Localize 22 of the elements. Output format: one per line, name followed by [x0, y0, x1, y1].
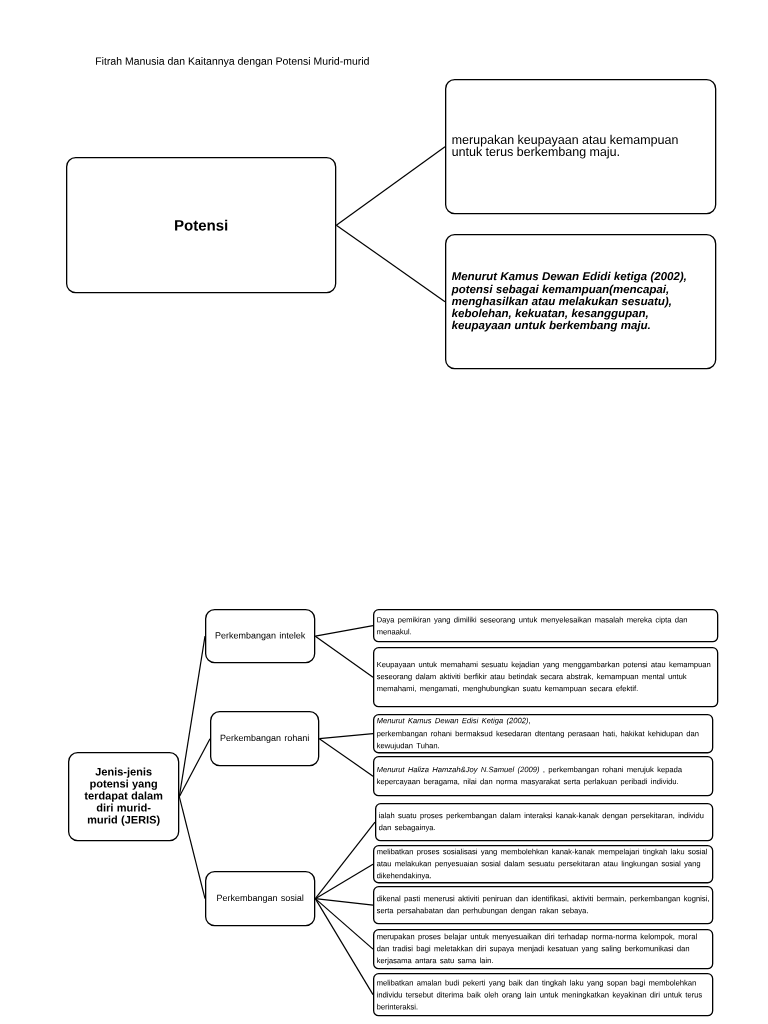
- definition-box: merupakan keupayaan atau kemampuan untuk terus berkembang maju.: [445, 79, 717, 215]
- connector-line: [335, 224, 446, 303]
- connector-line: [178, 738, 211, 798]
- connector-line: [314, 635, 374, 678]
- connector-line: [314, 863, 374, 900]
- concept-box: Potensi: [66, 157, 337, 294]
- connector-line: [318, 733, 374, 740]
- category-box: Perkembangan sosial: [205, 871, 316, 927]
- connector-line: [314, 625, 374, 637]
- connector-line: [318, 738, 374, 777]
- category-box: Perkembangan rohani: [210, 711, 320, 767]
- title: Fitrah Manusia dan Kaitannya dengan Potensi Murid-murid: [96, 57, 369, 67]
- topic-box: Jenis-jenis potensi yang terdapat dalam diri murid-murid (JERIS): [68, 752, 180, 842]
- connector-line: [335, 146, 446, 226]
- category-box: Perkembangan intelek: [205, 609, 316, 664]
- connector-line: [314, 898, 374, 906]
- connector-line: [178, 635, 206, 798]
- connector-line: [178, 796, 206, 900]
- connector-line: [314, 898, 374, 950]
- connector-line: [314, 898, 374, 996]
- definition-box: Menurut Kamus Dewan Edidi ketiga (2002), potensi sebagai kemampuan(mencapai, menghasilkan atau melakukan sesuatu), kebolehan, kekuatan, kesanggupan, keupayaan untuk berkembang maju.: [445, 234, 717, 370]
- connector-line: [314, 821, 376, 900]
